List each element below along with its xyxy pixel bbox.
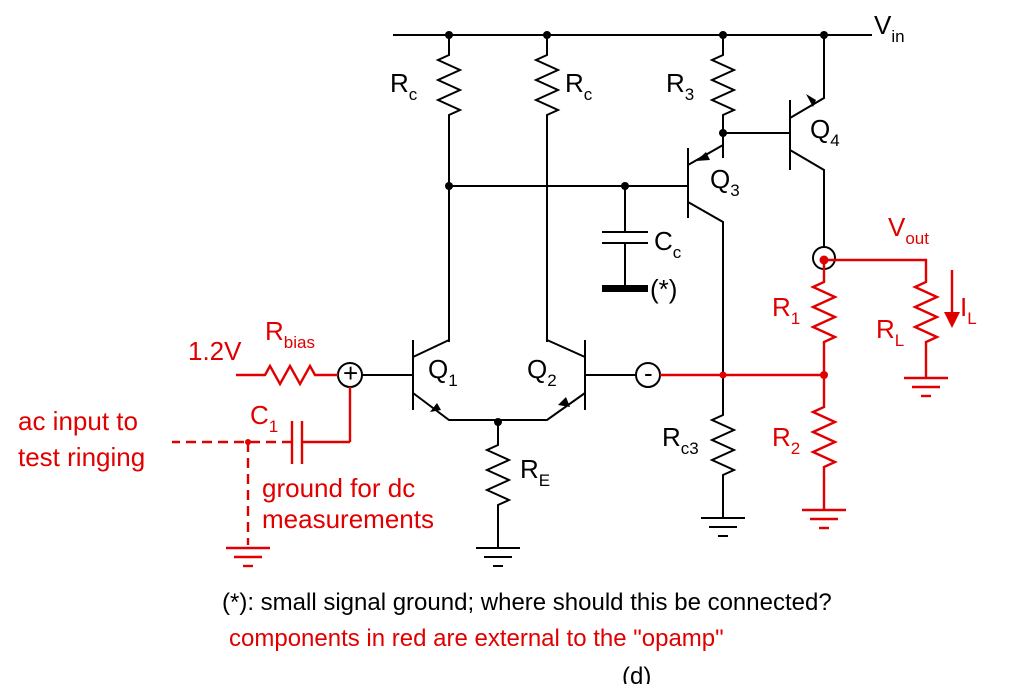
rl-label: RL — [876, 314, 904, 350]
cc-label: Cc — [654, 226, 682, 262]
transistor-q2 — [498, 339, 586, 421]
r3-label: R3 — [666, 68, 694, 104]
resistor-r2 — [802, 375, 846, 530]
ac-input-line2: test ringing — [18, 442, 145, 472]
transistor-q3 — [687, 133, 724, 365]
q2-label: Q2 — [527, 354, 557, 390]
vin-rail — [393, 31, 872, 39]
resistor-rl — [824, 258, 948, 398]
voltage-label: 1.2V — [188, 336, 242, 366]
small-signal-note: (*): small signal ground; where should t… — [222, 589, 832, 616]
capacitor-cc — [602, 186, 648, 292]
q3-base-node — [445, 182, 688, 190]
rc-right-label: Rc — [565, 68, 593, 104]
plus-sign: + — [343, 358, 358, 388]
rbias-label: Rbias — [265, 316, 315, 352]
resistor-rbias — [236, 363, 338, 387]
dc-ground-line1: ground for dc — [262, 473, 415, 503]
resistor-rc-left — [435, 35, 463, 186]
re-label: RE — [520, 454, 550, 490]
transistor-q4 — [789, 35, 825, 255]
dc-ground-line2: measurements — [262, 504, 434, 534]
q4-label: Q4 — [810, 114, 840, 150]
load-current-arrow — [944, 270, 960, 328]
r2-label: R2 — [772, 422, 800, 458]
feedback-wire — [660, 371, 828, 379]
rc3-label: Rc3 — [662, 422, 699, 458]
capacitor-c1 — [172, 387, 352, 545]
q1-label: Q1 — [428, 354, 458, 390]
plus-input-terminal — [337, 362, 413, 388]
resistor-rc3 — [701, 365, 745, 537]
star-label: (*) — [650, 274, 677, 304]
vin-label: Vin — [874, 10, 905, 46]
figure-label: (d) — [622, 663, 651, 684]
dc-ground-symbol — [226, 546, 270, 568]
il-label: IL — [960, 292, 977, 328]
c1-label: C1 — [250, 400, 278, 436]
resistor-rc-right — [533, 35, 561, 342]
external-components-note: components in red are external to the "o… — [229, 625, 724, 652]
rc-left-label: Rc — [390, 68, 418, 104]
ac-input-line1: ac input to — [18, 406, 138, 436]
vout-label: Vout — [888, 212, 929, 248]
resistor-re — [476, 418, 520, 567]
resistor-r1 — [810, 255, 838, 375]
q3-label: Q3 — [710, 164, 740, 200]
minus-sign: - — [644, 358, 653, 388]
r1-label: R1 — [772, 292, 800, 328]
